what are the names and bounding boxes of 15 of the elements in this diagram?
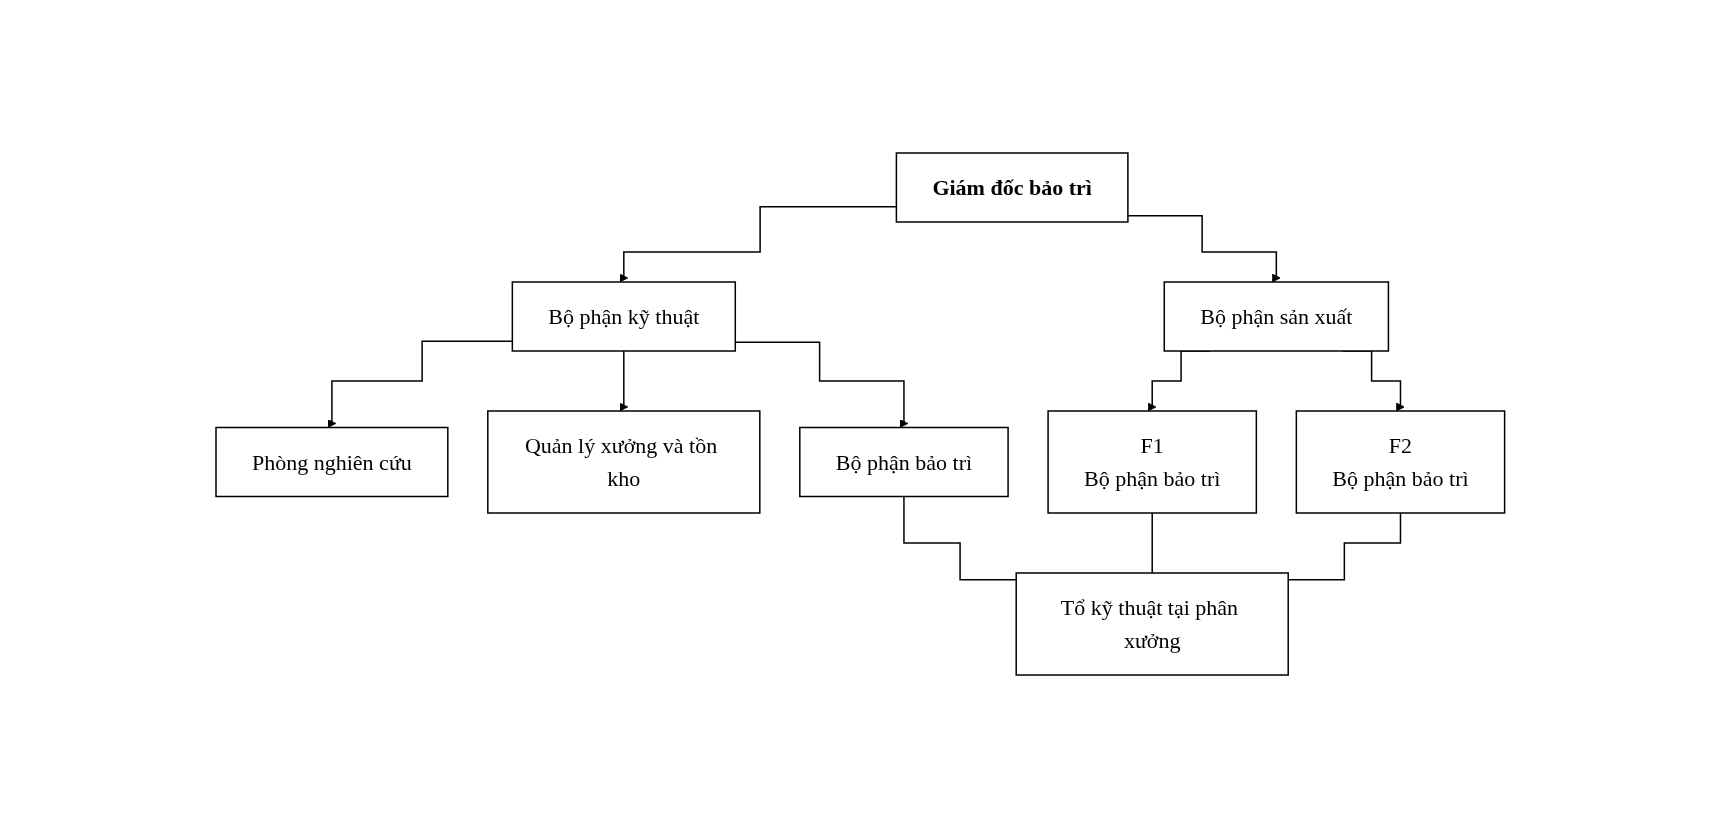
node-box: Phòng nghiên cứu — [214, 426, 449, 498]
arrow — [619, 206, 897, 283]
connector — [1151, 512, 1153, 574]
arrow — [734, 341, 909, 428]
node-box: Bộ phận kỹ thuật — [511, 281, 736, 352]
arrow — [327, 340, 513, 428]
node-box: Tổ kỹ thuật tại phân xưởng — [1015, 572, 1289, 676]
node-box: Bộ phận bảo trì — [798, 426, 1009, 498]
node-box: F2 Bộ phận bảo trì — [1295, 410, 1506, 514]
connector — [1287, 512, 1401, 581]
arrow — [619, 350, 628, 412]
node-box: Giám đốc bảo trì — [895, 152, 1129, 223]
node-box: F1 Bộ phận bảo trì — [1047, 410, 1257, 514]
node-box: Bộ phận sản xuất — [1163, 281, 1389, 352]
node-box: Quản lý xưởng và tồn kho — [486, 410, 761, 514]
